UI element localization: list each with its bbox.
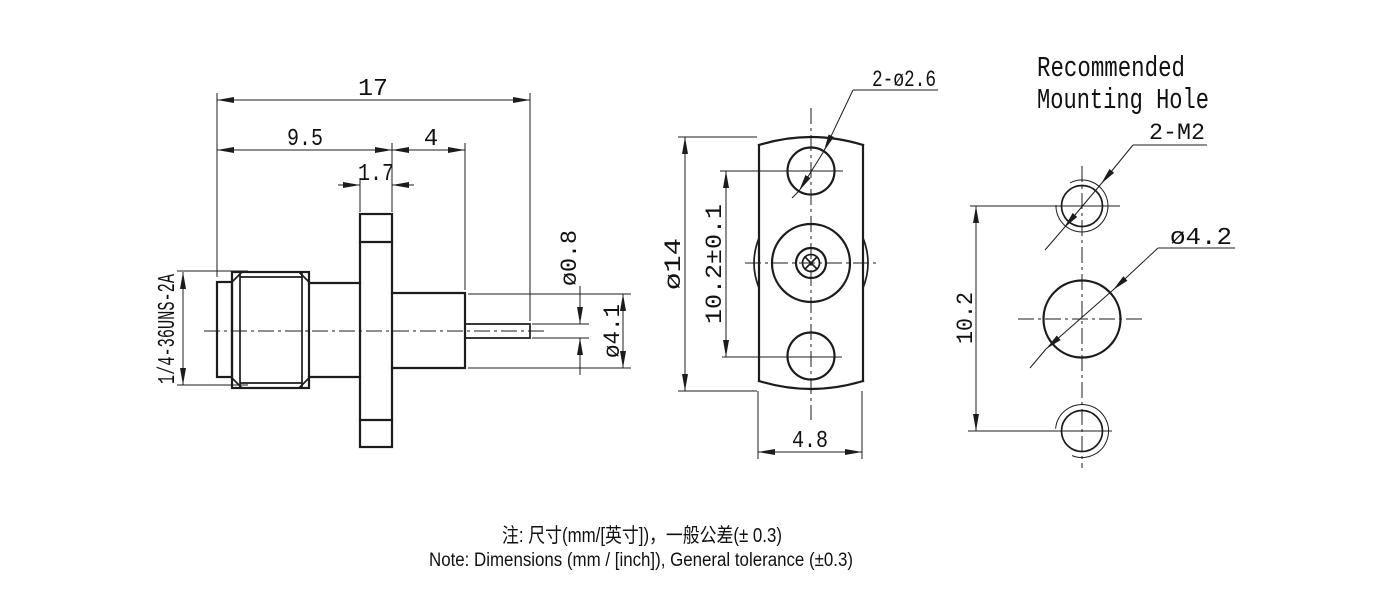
- dim-front-length: 9.5: [217, 126, 393, 212]
- dim-hole-spacing-front: 10.2±0.1: [702, 171, 729, 357]
- dim-label-4: 4: [424, 126, 438, 153]
- dim-overall-length: 17: [216, 76, 531, 321]
- dim-label-14: ø14: [661, 238, 687, 290]
- dim-label-pin-diameter: ø0.8: [557, 230, 583, 286]
- dim-label-4-8: 4.8: [792, 428, 828, 455]
- dim-flange-thickness: 1.7: [338, 161, 414, 212]
- dim-label-1-7: 1.7: [358, 161, 394, 188]
- mounting-title-line2: Mounting Hole: [1037, 84, 1209, 117]
- dim-label-9-5: 9.5: [287, 126, 323, 153]
- dim-label-4-1: ø4.1: [600, 304, 626, 358]
- dim-label-17: 17: [358, 76, 388, 103]
- note-line-chinese: 注: 尺寸(mm/[英寸])，一般公差(± 0.3): [502, 524, 782, 547]
- mounting-hole-view: Recommended Mounting Hole 10.2 2-M2: [953, 52, 1235, 468]
- side-view: 1/4-36UNS-2A 17 9.5 4 1.7: [155, 76, 631, 449]
- dim-rear-body-diameter: ø4.1: [468, 293, 631, 369]
- note-line-english: Note: Dimensions (mm / [inch]), General …: [429, 550, 853, 571]
- side-view-outline: [215, 212, 531, 449]
- thread-label: 1/4-36UNS-2A: [155, 274, 182, 384]
- dim-flange-diameter: ø14: [661, 136, 757, 392]
- dim-label-2-m2: 2-M2: [1149, 120, 1205, 146]
- dim-tap-callout: 2-M2: [1044, 120, 1207, 251]
- dim-hole-spacing-mounting: 10.2: [953, 206, 979, 431]
- dim-thread-callout: 1/4-36UNS-2A: [155, 270, 248, 386]
- dim-rear-length: 4: [392, 126, 466, 290]
- dim-hole-callout: 2-ø2.6: [791, 67, 938, 199]
- dim-label-2-2-6: 2-ø2.6: [872, 67, 936, 93]
- dim-label-10-2-tol: 10.2±0.1: [702, 204, 728, 324]
- dim-flange-width: 4.8: [757, 391, 863, 459]
- front-view: ø14 10.2±0.1 4.8 2-ø2.6: [661, 67, 938, 459]
- dim-label-10-2: 10.2: [953, 292, 979, 344]
- dim-pin-diameter: ø0.8: [532, 230, 589, 375]
- notes: 注: 尺寸(mm/[英寸])，一般公差(± 0.3) Note: Dimensi…: [429, 524, 853, 571]
- dim-center-hole: ø4.2: [1029, 225, 1235, 369]
- dim-label-4-2: ø4.2: [1170, 225, 1232, 252]
- mounting-title-line1: Recommended: [1037, 52, 1185, 85]
